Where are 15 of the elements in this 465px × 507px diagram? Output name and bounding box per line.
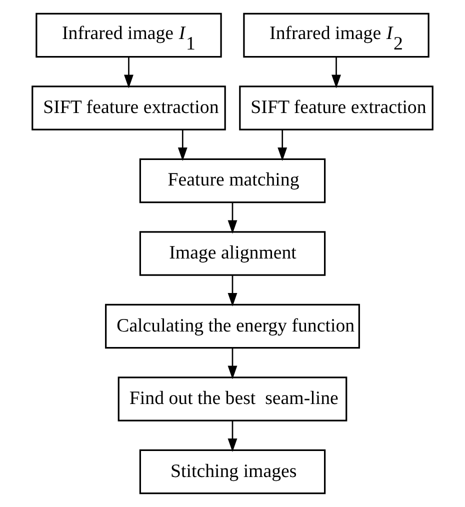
arrow (228, 275, 238, 306)
node-box: SIFT feature extraction (239, 86, 434, 130)
arrow (228, 348, 238, 380)
node-box: Image alignment (139, 231, 326, 276)
node-box: Stitching images (139, 449, 326, 494)
node-box: Calculating the energy function (105, 304, 360, 349)
node-box: Find out the best seam-line (118, 376, 348, 422)
node-box: Feature matching (139, 158, 326, 204)
arrow (332, 57, 341, 88)
arrow (124, 57, 134, 88)
arrow (178, 130, 188, 161)
node-box: SIFT feature extraction (32, 86, 226, 130)
arrow (228, 420, 238, 452)
arrow (228, 202, 238, 234)
arrow (278, 130, 288, 161)
